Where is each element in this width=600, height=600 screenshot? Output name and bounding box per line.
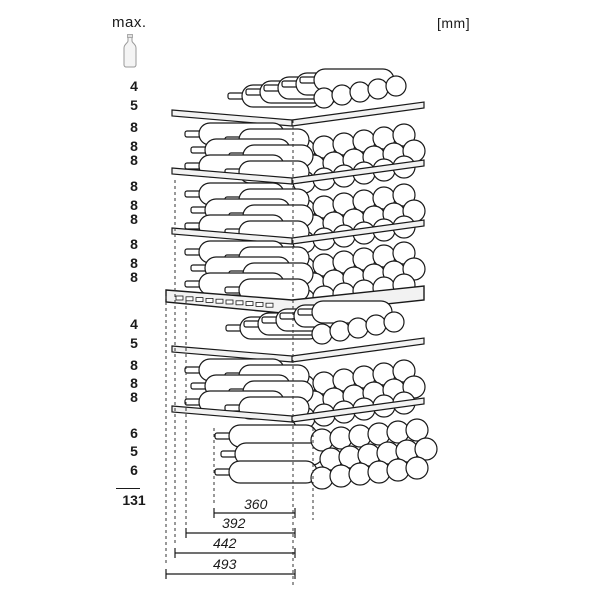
rail-slot xyxy=(255,301,264,307)
count-row-18: 5 xyxy=(130,443,138,459)
rail-slot xyxy=(235,300,244,306)
depth-label-493: 493 xyxy=(213,556,237,572)
bottle-end xyxy=(331,84,353,106)
bottle-end xyxy=(414,437,438,461)
count-row-3: 8 xyxy=(130,119,138,135)
bottle-end xyxy=(385,75,407,97)
count-row-8: 8 xyxy=(130,211,138,227)
count-row-2: 5 xyxy=(130,97,138,113)
count-row-6: 8 xyxy=(130,178,138,194)
bottle-end xyxy=(329,320,351,342)
count-row-14: 8 xyxy=(130,357,138,373)
count-row-5: 8 xyxy=(130,152,138,168)
count-row-12: 4 xyxy=(130,316,138,332)
bottle-end xyxy=(383,311,405,333)
count-row-15: 8 xyxy=(130,375,138,391)
rail-slot xyxy=(225,299,234,305)
depth-label-360: 360 xyxy=(244,496,268,512)
count-row-10: 8 xyxy=(130,255,138,271)
rail-slot xyxy=(205,297,214,303)
count-row-19: 6 xyxy=(130,462,138,478)
rail-slot xyxy=(185,296,194,302)
bottle-end xyxy=(347,317,369,339)
count-row-13: 5 xyxy=(130,335,138,351)
count-row-7: 8 xyxy=(130,197,138,213)
count-row-1: 4 xyxy=(130,78,138,94)
bottle-end xyxy=(313,87,335,109)
bottle-end xyxy=(311,323,333,345)
count-row-16: 8 xyxy=(130,389,138,405)
shelf-4 xyxy=(171,337,425,363)
bottle-end xyxy=(405,418,429,442)
rail-slot xyxy=(215,298,224,304)
count-row-9: 8 xyxy=(130,236,138,252)
depth-label-442: 442 xyxy=(213,535,237,551)
rail-slot xyxy=(195,297,204,303)
count-row-4: 8 xyxy=(130,138,138,154)
bottle-icon xyxy=(123,34,137,68)
count-row-11: 8 xyxy=(130,269,138,285)
count-row-17: 6 xyxy=(130,425,138,441)
bottle-end xyxy=(349,81,371,103)
unit-label: [mm] xyxy=(437,15,471,31)
rail-slot xyxy=(245,301,254,307)
bottle-end xyxy=(367,78,389,100)
rail-slot xyxy=(175,295,184,301)
rail-slot xyxy=(265,302,274,308)
total-rule xyxy=(116,488,140,489)
max-label: max. xyxy=(112,14,147,31)
bottle-end xyxy=(405,456,429,480)
depth-label-392: 392 xyxy=(222,515,246,531)
bottle-side xyxy=(228,460,318,484)
bottle-end xyxy=(365,314,387,336)
total-count: 131 xyxy=(122,492,146,508)
